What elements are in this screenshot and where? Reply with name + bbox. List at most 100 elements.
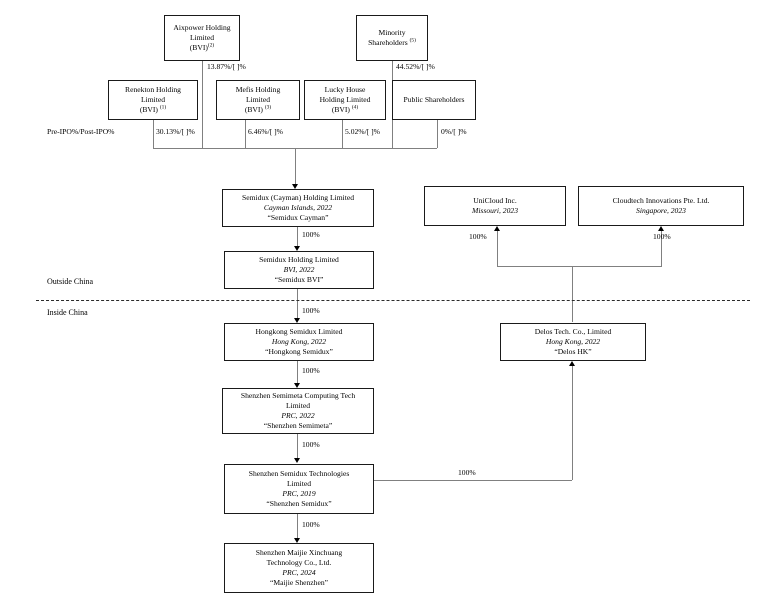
entity-box-maijie-shenzhen[interactable]: Shenzhen Maijie Xinchuang Technology Co.…	[224, 543, 374, 593]
lucky-house-line-3: (BVI) (4)	[331, 104, 359, 114]
connector-hk-to-semimeta	[297, 361, 298, 385]
connector-bvi-to-hk	[297, 289, 298, 320]
cloudtech-name: Cloudtech Innovations Pte. Ltd.	[612, 195, 710, 205]
connector-public	[437, 120, 438, 148]
arrow-into-unicloud	[494, 226, 500, 231]
delos-hk-name: Delos Tech. Co., Limited	[534, 326, 612, 336]
arrow-into-shenzhen-semimeta	[294, 383, 300, 388]
entity-box-unicloud[interactable]: UniCloud Inc. Missouri, 2023	[424, 186, 566, 226]
connector-bar-to-delos	[572, 266, 573, 322]
semidux-cayman-alias: “Semidux Cayman”	[267, 213, 329, 222]
percent-minority: 44.52%/[ ]%	[396, 62, 435, 71]
minority-line-2: Shareholders (5)	[368, 37, 416, 47]
mefis-footnote: (3)	[264, 104, 272, 111]
renekton-line-2: Limited	[140, 94, 166, 104]
shareholder-box-public[interactable]: Public Shareholders	[392, 80, 476, 120]
mefis-line-2: Limited	[245, 94, 271, 104]
percent-lucky-house: 5.02%/[ ]%	[345, 127, 381, 136]
semidux-bvi-jurisdiction: BVI, 2022	[283, 264, 315, 274]
minority-line-1: Minority	[378, 27, 406, 37]
arrow-into-maijie-shenzhen	[294, 538, 300, 543]
percent-public: 0%/[ ]%	[441, 127, 467, 136]
shareholder-box-renekton[interactable]: Renekton Holding Limited (BVI) (1)	[108, 80, 198, 120]
shareholder-box-mefis[interactable]: Mefis Holding Limited (BVI) (3)	[216, 80, 300, 120]
connector-lucky-house	[342, 120, 343, 148]
semidux-bvi-name: Semidux Holding Limited	[259, 254, 339, 264]
renekton-line-1: Renekton Holding	[125, 84, 181, 94]
connector-mefis	[245, 120, 246, 148]
region-label-inside-china: Inside China	[47, 308, 88, 317]
entity-box-delos-hk[interactable]: Delos Tech. Co., Limited Hong Kong, 2022…	[500, 323, 646, 361]
connector-renekton	[153, 120, 154, 148]
delos-hk-alias: “Delos HK”	[554, 347, 592, 356]
connector-collector-to-cayman	[295, 148, 296, 186]
semidux-cayman-name: Semidux (Cayman) Holding Limited	[242, 192, 354, 202]
aixpower-line-3: (BVI)(2)	[189, 42, 215, 52]
entity-box-cloudtech[interactable]: Cloudtech Innovations Pte. Ltd. Singapor…	[578, 186, 744, 226]
china-divider-line	[36, 300, 750, 301]
entity-box-semidux-cayman[interactable]: Semidux (Cayman) Holding Limited Cayman …	[222, 189, 374, 227]
shenzhen-semimeta-name2: Limited	[285, 400, 311, 410]
connector-semidux-to-maijie	[297, 514, 298, 540]
entity-box-hongkong-semidux[interactable]: Hongkong Semidux Limited Hong Kong, 2022…	[224, 323, 374, 361]
shareholder-box-minority[interactable]: Minority Shareholders (5)	[356, 15, 428, 61]
shenzhen-semimeta-jurisdiction: PRC, 2022	[281, 411, 315, 420]
zhidx-watermark-logo: zhidx.com	[650, 558, 747, 604]
shareholder-box-lucky-house[interactable]: Lucky House Holding Limited (BVI) (4)	[304, 80, 386, 120]
connector-aixpower	[202, 61, 203, 148]
entity-box-shenzhen-semidux[interactable]: Shenzhen Semidux Technologies Limited PR…	[224, 464, 374, 514]
arrow-into-semidux-cayman	[292, 184, 298, 189]
edge-label-semidux-to-maijie: 100%	[302, 520, 320, 529]
shenzhen-semidux-name2: Limited	[286, 478, 312, 488]
edge-label-hk-to-semimeta: 100%	[302, 366, 320, 375]
renekton-line-3: (BVI) (1)	[139, 104, 167, 114]
connector-delos-riser	[572, 366, 573, 480]
lucky-house-footnote: (4)	[351, 104, 359, 111]
ownership-row-label: Pre-IPO%/Post-IPO%	[47, 127, 115, 136]
shenzhen-semidux-name: Shenzhen Semidux Technologies	[248, 468, 350, 478]
lucky-house-line-1: Lucky House	[324, 84, 366, 94]
mefis-line-1: Mefis Holding	[235, 84, 281, 94]
cloudtech-jurisdiction: Singapore, 2023	[636, 206, 686, 215]
watermark-subtext: zhidx.com	[677, 597, 719, 604]
maijie-shenzhen-alias: “Maijie Shenzhen”	[270, 578, 328, 588]
entity-box-semidux-bvi[interactable]: Semidux Holding Limited BVI, 2022 “Semid…	[224, 251, 374, 289]
lucky-house-line-2: Holding Limited	[319, 94, 371, 104]
edge-label-delos-to-cloudtech: 100%	[653, 232, 671, 241]
percent-mefis: 6.46%/[ ]%	[248, 127, 284, 136]
aixpower-footnote: (2)	[207, 42, 215, 49]
shenzhen-semimeta-name: Shenzhen Semimeta Computing Tech	[240, 390, 356, 400]
edge-label-semidux-to-delos: 100%	[458, 468, 476, 477]
arrow-into-cloudtech	[658, 226, 664, 231]
subsidiary-collector-bar	[497, 266, 662, 267]
mefis-line-3: (BVI) (3)	[244, 104, 272, 114]
edge-label-delos-to-unicloud: 100%	[469, 232, 487, 241]
shareholder-box-aixpower[interactable]: Aixpower Holding Limited (BVI)(2)	[164, 15, 240, 61]
maijie-shenzhen-jurisdiction: PRC, 2024	[282, 568, 316, 577]
delos-hk-jurisdiction: Hong Kong, 2022	[545, 336, 601, 346]
connector-unicloud-riser	[497, 231, 498, 266]
edge-label-cayman-to-bvi: 100%	[302, 230, 320, 239]
arrow-into-hongkong-semidux	[294, 318, 300, 323]
arrow-into-shenzhen-semidux	[294, 458, 300, 463]
arrow-into-delos-hk	[569, 361, 575, 366]
percent-renekton: 30.13%/[ ]%	[156, 127, 195, 136]
minority-footnote: (5)	[409, 37, 416, 44]
shenzhen-semidux-alias: “Shenzhen Semidux”	[266, 499, 332, 509]
aixpower-line-2: Limited	[189, 32, 215, 42]
shenzhen-semimeta-alias: “Shenzhen Semimeta”	[263, 421, 333, 431]
connector-semidux-to-delos	[374, 480, 572, 481]
arrow-into-semidux-bvi	[294, 246, 300, 251]
hongkong-semidux-name: Hongkong Semidux Limited	[255, 326, 343, 336]
semidux-cayman-jurisdiction: Cayman Islands, 2022	[263, 202, 333, 212]
semidux-bvi-alias: “Semidux BVI”	[274, 275, 324, 284]
unicloud-name: UniCloud Inc.	[473, 195, 517, 205]
entity-box-shenzhen-semimeta[interactable]: Shenzhen Semimeta Computing Tech Limited…	[222, 388, 374, 434]
percent-aixpower: 13.87%/[ ]%	[207, 62, 246, 71]
connector-semimeta-to-semidux	[297, 434, 298, 460]
public-line-1: Public Shareholders	[403, 94, 465, 104]
hongkong-semidux-jurisdiction: Hong Kong, 2022	[271, 336, 327, 346]
connector-cayman-to-bvi	[297, 227, 298, 248]
unicloud-jurisdiction: Missouri, 2023	[472, 206, 518, 215]
